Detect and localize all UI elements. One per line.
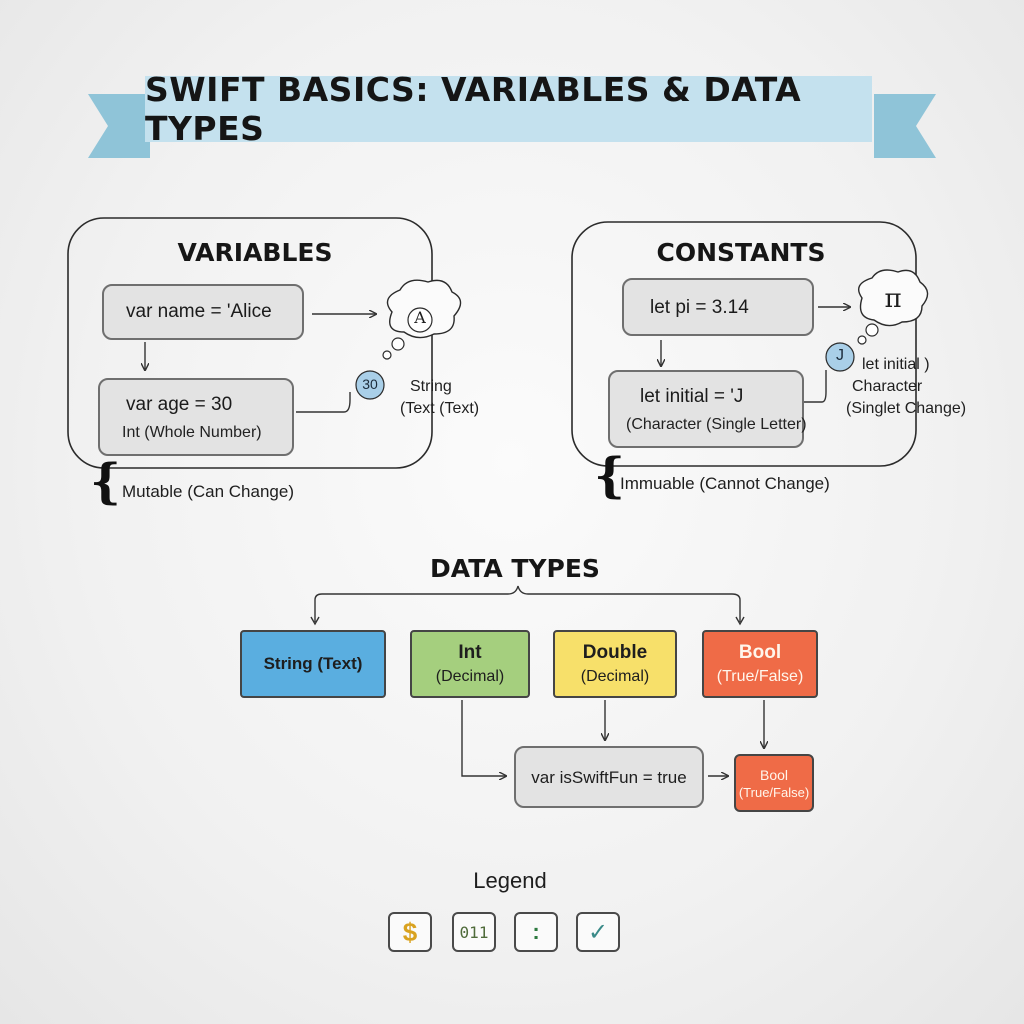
type-double-label: Double (582, 642, 648, 663)
type-bool-box: Bool (True/False) (702, 630, 818, 698)
initial-type-label: (Character (Single Letter) (626, 416, 807, 433)
dollar-icon: $ (388, 912, 432, 952)
type-int-box: Int (Decimal) (410, 630, 530, 698)
number-bubble-label: 30 (362, 376, 378, 392)
type-double-sub: (Decimal) (580, 668, 650, 685)
bool-code: var isSwiftFun = true (531, 768, 687, 787)
initial-code-box: let initial = 'J (Character (Single Lett… (608, 370, 807, 448)
pi-symbol: π (884, 284, 902, 314)
initial-note: let initial ) (862, 356, 930, 373)
banner-left-tail (88, 94, 150, 158)
bool-result-box: Bool (True/False) (734, 754, 814, 812)
type-bool-label: Bool (738, 642, 782, 663)
age-type-label: Int (Whole Number) (122, 424, 262, 441)
string-label-detail: (Text (Text) (400, 400, 480, 417)
variables-footer: Mutable (Can Change) (122, 482, 294, 501)
variables-heading: VARIABLES (177, 238, 333, 267)
legend-heading: Legend (473, 868, 547, 893)
age-code-box: var age = 30 Int (Whole Number) (98, 378, 294, 456)
thought-letter-a: A (414, 308, 426, 327)
name-code-box: var name = 'Alice (102, 284, 304, 340)
name-code: var name = 'Alice (126, 301, 272, 322)
pi-code-box: let pi = 3.14 (622, 278, 814, 336)
bool-code-box: var isSwiftFun = true (514, 746, 704, 808)
type-string-label: String (Text) (263, 654, 363, 673)
change-note: (Singlet Change) (846, 400, 967, 417)
type-int-label: Int (458, 642, 482, 663)
age-code: var age = 30 (126, 394, 233, 415)
page-title: SWIFT BASICS: VARIABLES & DATA TYPES (145, 70, 802, 148)
character-note: Character (852, 378, 923, 395)
data-types-heading: DATA TYPES (430, 554, 600, 583)
binary-icon: 011 (452, 912, 496, 952)
pi-code: let pi = 3.14 (650, 297, 749, 318)
colon-icon: : (514, 912, 558, 952)
bool-result-sub: (True/False) (738, 784, 810, 800)
bool-result-label: Bool (759, 766, 789, 783)
banner-right-tail (874, 94, 936, 158)
type-string-box: String (Text) (240, 630, 386, 698)
constants-brace: { (594, 448, 625, 504)
variables-brace: { (90, 454, 121, 510)
string-label: String (410, 378, 452, 395)
type-int-sub: (Decimal) (435, 668, 505, 685)
type-bool-sub: (True/False) (716, 668, 804, 685)
initial-code: let initial = 'J (640, 386, 744, 407)
letter-bubble-label: J (836, 347, 844, 364)
constants-heading: CONSTANTS (656, 238, 826, 267)
constants-footer: Immuable (Cannot Change) (620, 474, 830, 493)
type-double-box: Double (Decimal) (553, 630, 677, 698)
checkmark-icon: ✓ (576, 912, 620, 952)
